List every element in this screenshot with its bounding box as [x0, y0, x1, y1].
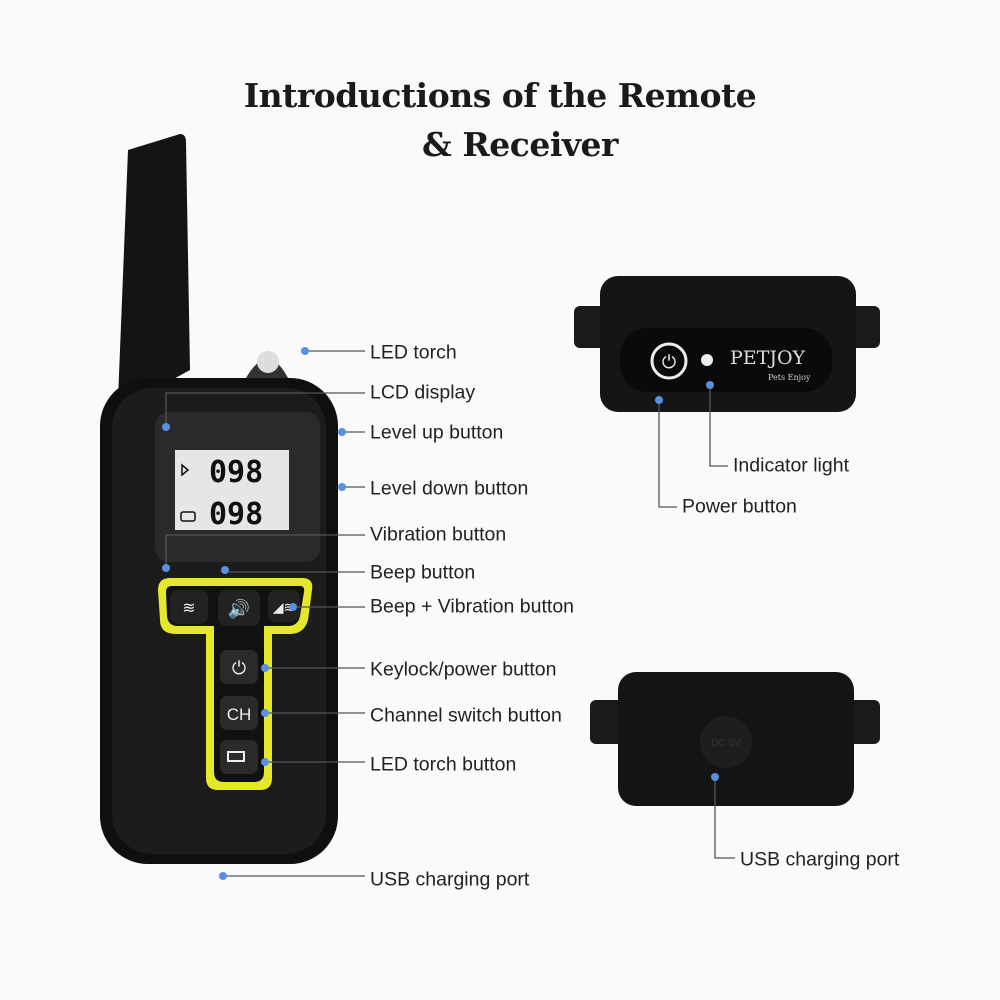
callout-dots: [162, 347, 719, 880]
label-channel-switch-button: Channel switch button: [370, 704, 562, 727]
label-beep-button: Beep button: [370, 561, 476, 584]
title-line-2: & Receiver: [422, 125, 618, 164]
keylock-power-button[interactable]: [220, 650, 258, 684]
led-torch-button[interactable]: [220, 740, 258, 774]
label-lcd-display: LCD display: [370, 381, 476, 404]
receiver-power-icon: ⏻: [662, 352, 676, 372]
vibration-button[interactable]: [170, 590, 208, 624]
label-receiver-power-button: Power button: [682, 495, 797, 518]
power-icon: ⏻: [232, 658, 246, 678]
lcd-bottom-value: 098: [209, 497, 263, 532]
indicator-light: [701, 354, 713, 366]
label-receiver-usb-port: USB charging port: [740, 848, 900, 871]
title-line-1: Introductions of the Remote: [243, 76, 757, 115]
label-led-torch-button: LED torch button: [370, 753, 517, 776]
label-indicator-light: Indicator light: [733, 454, 849, 477]
receiver-back: DC 5V: [590, 672, 880, 806]
speaker-icon: 🔊: [228, 598, 250, 620]
lcd-top-value: 098: [209, 455, 263, 490]
brand-tagline: Pets Enjoy: [768, 373, 811, 382]
beep-button[interactable]: [218, 590, 260, 626]
port-cover-text: DC 5V: [711, 738, 741, 749]
label-beep-vibration-button: Beep + Vibration button: [370, 595, 575, 618]
lcd-display: [175, 450, 289, 530]
torch-icon: [227, 751, 245, 762]
label-level-down-button: Level down button: [370, 477, 529, 500]
label-vibration-button: Vibration button: [370, 523, 507, 546]
vibration-icon: ≋: [182, 600, 195, 617]
label-keylock-power-button: Keylock/power button: [370, 658, 557, 681]
beep-vibration-icon: ◢≋: [273, 599, 296, 615]
channel-button-text: CH: [227, 705, 252, 724]
receiver-front: ⏻ PETJOY Pets Enjoy: [574, 276, 880, 412]
usb-port-cover: [700, 716, 752, 768]
label-level-up-button: Level up button: [370, 421, 504, 444]
brand-logo: PETJOY: [730, 347, 806, 369]
label-remote-usb-port: USB charging port: [370, 868, 530, 891]
channel-switch-button[interactable]: [220, 696, 258, 730]
beep-vibration-button[interactable]: [268, 590, 300, 622]
remote-transmitter: 098 098 ≋ 🔊 ◢≋ ⏻ CH: [100, 134, 338, 864]
label-led-torch: LED torch: [370, 341, 457, 364]
receiver-power-button[interactable]: [650, 342, 688, 380]
